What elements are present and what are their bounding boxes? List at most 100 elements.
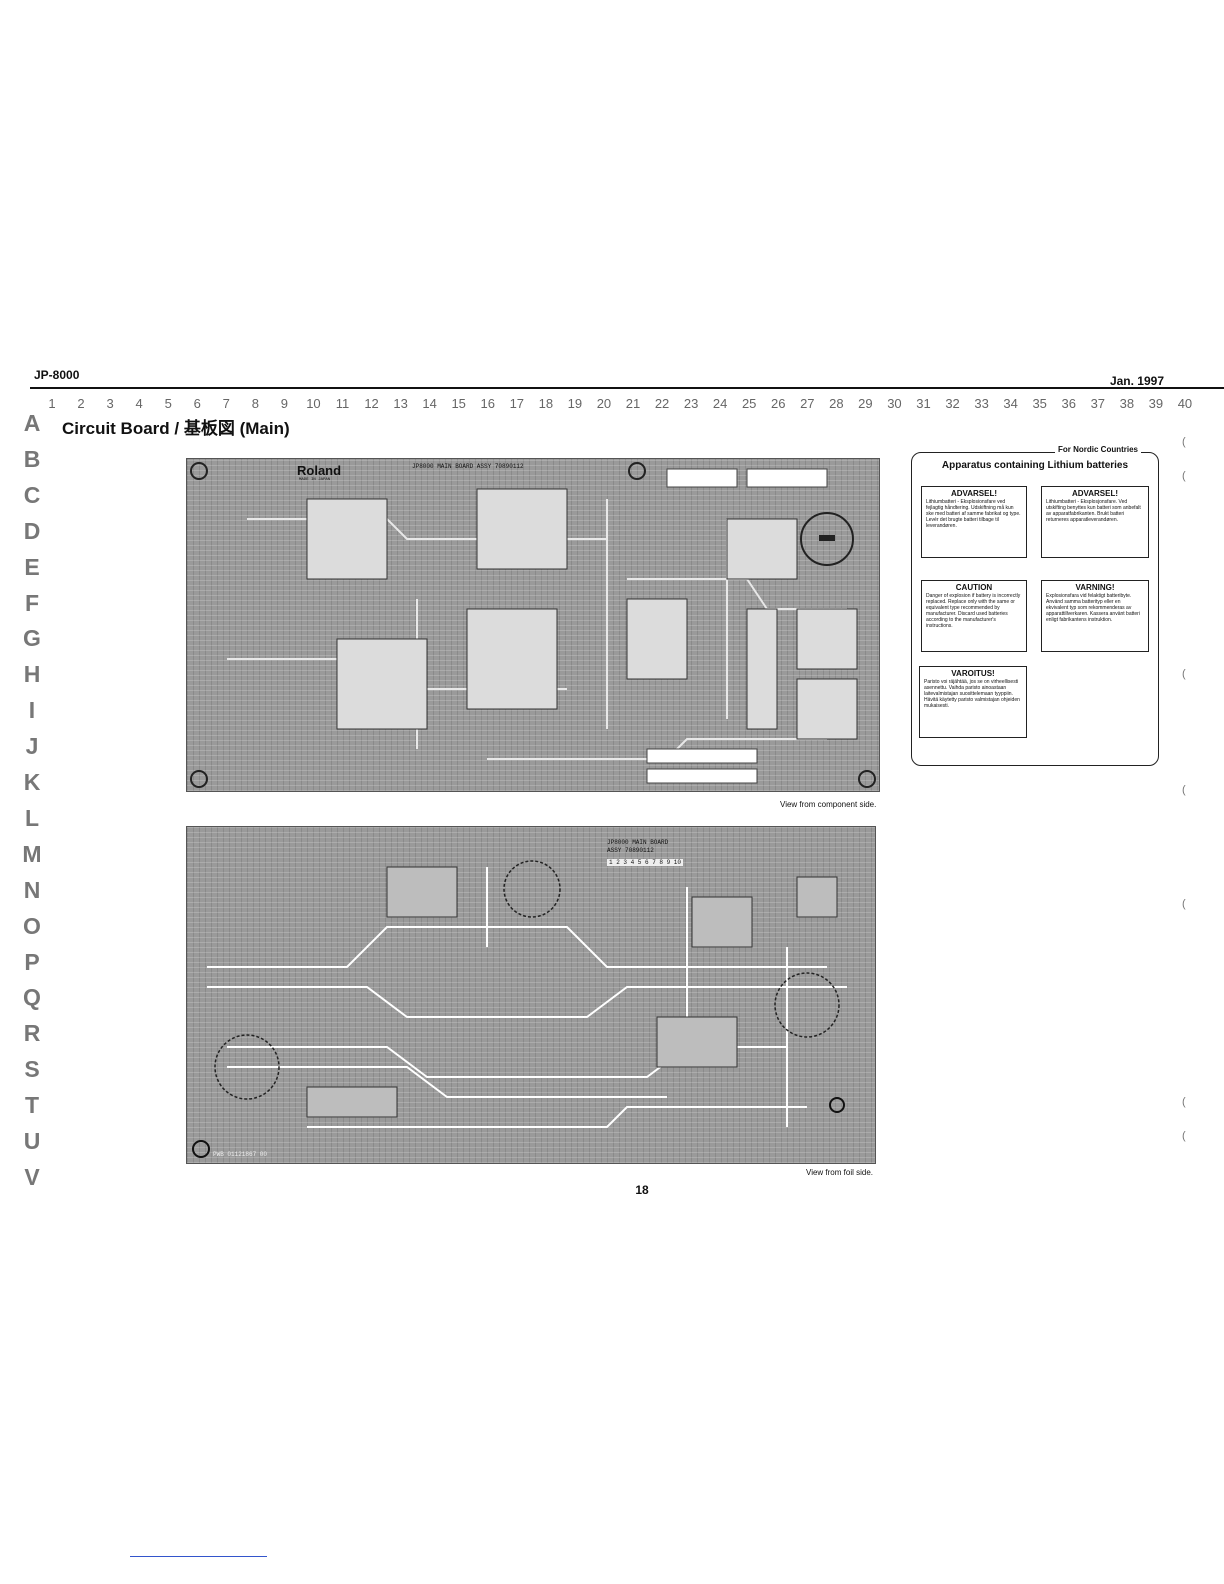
column-number: 36 <box>1061 396 1076 411</box>
board-silkscreen: JP8000 MAIN BOARD ASSY 70890112 <box>412 463 524 470</box>
row-letter: H <box>23 661 41 688</box>
column-number: 2 <box>77 396 85 411</box>
row-letter: K <box>23 769 41 795</box>
column-number: 9 <box>280 396 288 411</box>
warning-heading: CAUTION <box>955 583 993 592</box>
column-number: 40 <box>1177 396 1193 411</box>
binding-mark: ( <box>1182 668 1186 680</box>
column-number: 19 <box>567 396 583 411</box>
warning-heading: VAROITUS! <box>951 669 995 678</box>
binding-mark: ( <box>1182 470 1186 482</box>
warning-text: Lithiumbatteri - Eksplosjonsfare. Ved ut… <box>1046 499 1141 523</box>
foil-silk-line-2: ASSY 70890112 <box>607 847 654 854</box>
column-number: 25 <box>741 396 757 411</box>
column-number: 24 <box>712 396 728 411</box>
column-number: 30 <box>887 396 902 411</box>
binding-mark: ( <box>1182 1096 1186 1108</box>
column-number: 21 <box>625 396 641 411</box>
row-letter: J <box>25 733 39 760</box>
roland-logo: Roland <box>297 463 342 478</box>
row-letter: S <box>24 1056 40 1083</box>
column-number: 38 <box>1119 396 1135 411</box>
warning-box-finnish: VAROITUS! Paristo voi räjähtää, jos se o… <box>919 666 1027 738</box>
column-number: 17 <box>509 396 525 411</box>
column-number: 5 <box>164 396 172 411</box>
column-number: 11 <box>335 396 350 411</box>
row-letter: C <box>23 481 41 508</box>
row-letter: A <box>23 410 41 436</box>
binding-mark: ( <box>1182 436 1186 448</box>
document-date: Jan. 1997 <box>1109 374 1164 388</box>
column-number: 1 <box>48 396 56 411</box>
column-number: 3 <box>106 396 114 411</box>
row-letter: F <box>24 589 40 616</box>
column-number: 26 <box>771 396 786 411</box>
row-letter: N <box>23 876 41 903</box>
column-number: 33 <box>974 396 989 411</box>
column-number: 34 <box>1003 396 1018 411</box>
column-number: 20 <box>596 396 612 411</box>
warning-panel-title: Apparatus containing Lithium batteries <box>941 460 1129 471</box>
foil-digit-strip: 1 2 3 4 5 6 7 8 9 10 <box>607 859 684 866</box>
page-number: 18 <box>635 1183 649 1197</box>
warning-heading: ADVARSEL! <box>950 489 998 498</box>
foil-side-artwork <box>192 860 847 1158</box>
row-letter: G <box>23 625 41 652</box>
row-letter: B <box>23 445 41 472</box>
row-letter: L <box>24 804 40 831</box>
row-letter: O <box>23 912 41 939</box>
warning-heading: VARNING! <box>1075 583 1115 592</box>
pwb-number: PWB 01121867 00 <box>213 1151 268 1158</box>
warning-box-english: CAUTION Danger of explosion if battery i… <box>921 580 1027 652</box>
row-letter: T <box>24 1092 40 1119</box>
warning-text: Danger of explosion if battery is incorr… <box>926 593 1021 629</box>
column-number: 6 <box>193 396 201 411</box>
document-model: JP-8000 <box>34 368 80 382</box>
component-side-artwork <box>190 462 876 788</box>
foil-side-caption: View from foil side. <box>806 1168 873 1177</box>
board-foil-side: JP8000 MAIN BOARD ASSY 70890112 1 2 3 4 … <box>186 826 876 1164</box>
column-number: 15 <box>451 396 466 411</box>
column-number: 31 <box>916 396 931 411</box>
column-number: 10 <box>306 396 321 411</box>
row-letter: M <box>22 840 42 867</box>
warning-heading: ADVARSEL! <box>1071 489 1119 498</box>
warning-text: Explosionsfara vid felaktigt batteribyte… <box>1046 593 1140 623</box>
column-number: 22 <box>654 396 670 411</box>
column-number: 18 <box>538 396 554 411</box>
board-origin: MADE IN JAPAN <box>299 478 331 482</box>
column-number: 14 <box>422 396 437 411</box>
warning-text: Lithiumbatteri - Eksplosionsfare ved fej… <box>926 499 1021 529</box>
warning-region-label: For Nordic Countries <box>1055 445 1142 454</box>
column-number: 27 <box>800 396 815 411</box>
binding-mark: ( <box>1182 898 1186 910</box>
column-number: 39 <box>1148 396 1164 411</box>
row-letter: P <box>24 948 40 975</box>
row-letter: V <box>24 1163 40 1190</box>
row-letter: Q <box>23 984 41 1011</box>
column-number: 4 <box>135 396 143 411</box>
footer-link-underline <box>130 1556 267 1557</box>
row-letter: U <box>23 1128 41 1154</box>
warning-box-danish: ADVARSEL! Lithiumbatteri - Eksplosionsfa… <box>921 486 1027 558</box>
binding-mark: ( <box>1182 784 1186 796</box>
battery-warning-panel <box>911 452 1159 766</box>
column-number: 8 <box>251 396 259 411</box>
column-number: 7 <box>222 396 230 411</box>
warning-text: Paristo voi räjähtää, jos se on virheell… <box>924 679 1020 709</box>
column-number: 29 <box>858 396 873 411</box>
row-letter: I <box>28 697 36 724</box>
warning-box-norwegian: ADVARSEL! Lithiumbatteri - Eksplosjonsfa… <box>1041 486 1149 558</box>
column-number: 37 <box>1090 396 1106 411</box>
foil-silk-line-1: JP8000 MAIN BOARD <box>607 839 669 846</box>
column-number: 28 <box>829 396 844 411</box>
binding-mark: ( <box>1182 1130 1186 1142</box>
row-letter: R <box>23 1020 41 1047</box>
column-number: 16 <box>480 396 495 411</box>
column-number: 12 <box>364 396 379 411</box>
row-letter: D <box>23 517 41 544</box>
row-letter: E <box>24 553 40 580</box>
column-number: 32 <box>945 396 960 411</box>
column-number: 35 <box>1032 396 1047 411</box>
column-number: 23 <box>683 396 699 411</box>
